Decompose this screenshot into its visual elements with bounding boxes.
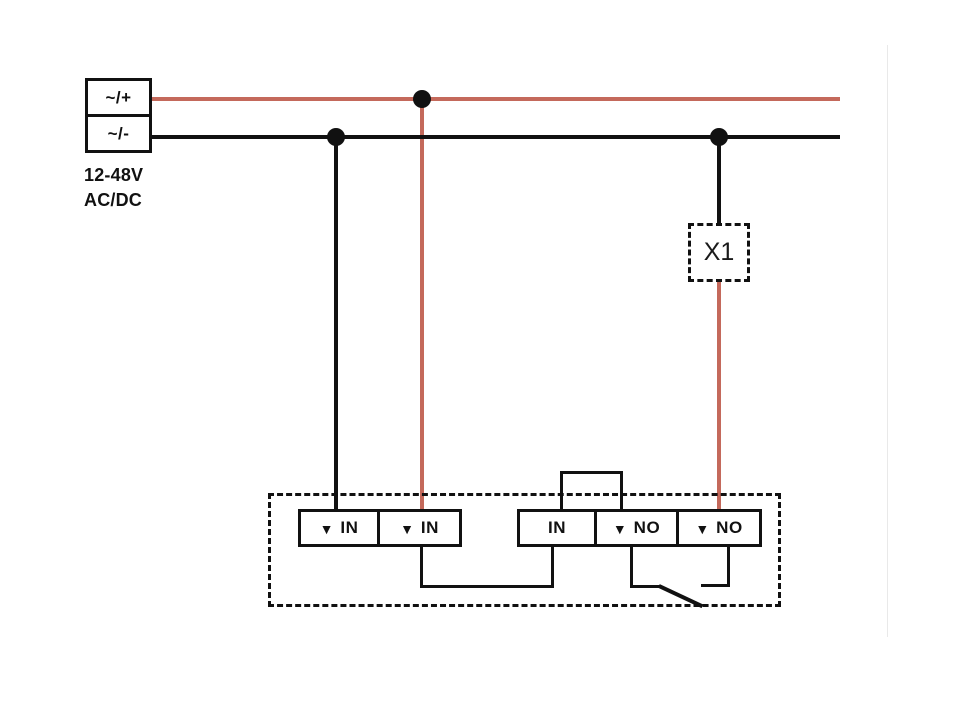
page-divider-line (887, 45, 888, 637)
relay-contact-lead-left (630, 547, 661, 588)
triangle-icon: ▼ (319, 521, 334, 537)
positive-bus-wire (151, 97, 840, 101)
terminal-label: NO (633, 518, 661, 537)
external-switch-label: X1 (703, 238, 735, 266)
terminal-no-1: ▼ NO (594, 509, 679, 547)
terminal-in-3: IN (517, 509, 597, 547)
external-switch-x1: X1 (688, 223, 750, 282)
triangle-icon: ▼ (400, 521, 414, 537)
terminal-label: NO (716, 518, 743, 537)
voltage-rating-label: 12-48V AC/DC (84, 163, 194, 213)
voltage-line-1: 12-48V (84, 165, 144, 185)
terminal-label: IN (420, 518, 439, 537)
triangle-icon: ▼ (612, 521, 627, 537)
junction-dot-negative-2 (710, 128, 728, 146)
negative-bus-wire (151, 135, 840, 139)
terminal-in-2: ▼ IN (377, 509, 462, 547)
junction-dot-negative-1 (327, 128, 345, 146)
negative-drop-wire (334, 135, 338, 511)
power-supply-block: ~/+ ~/- (85, 78, 152, 153)
junction-dot-positive (413, 90, 431, 108)
voltage-line-2: AC/DC (84, 190, 142, 210)
terminal-in-1: ▼ IN (298, 509, 380, 547)
x1-feed-wire (717, 135, 721, 225)
triangle-icon: ▼ (695, 521, 710, 537)
internal-link-wire (420, 547, 554, 588)
device-enclosure (268, 493, 781, 607)
x1-output-wire (717, 280, 721, 511)
relay-contact-lead-right (701, 547, 730, 587)
terminal-label: IN (548, 518, 566, 537)
positive-drop-wire (420, 97, 424, 511)
terminal-no-2: ▼ NO (676, 509, 762, 547)
jumper-wire (560, 471, 623, 512)
power-terminal-positive: ~/+ (105, 87, 132, 107)
terminal-label: IN (340, 518, 359, 537)
power-terminal-negative: ~/- (88, 114, 149, 150)
